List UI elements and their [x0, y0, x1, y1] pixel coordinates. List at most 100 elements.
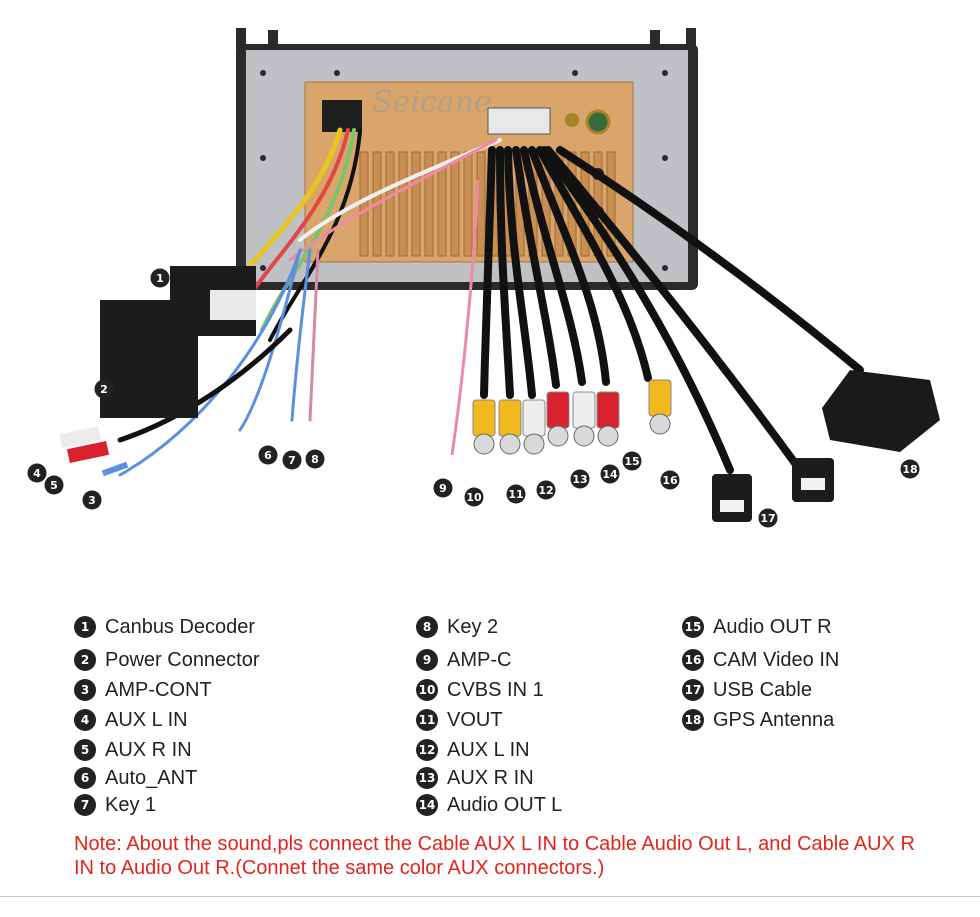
rca-plug [596, 391, 620, 429]
gps-antenna [822, 370, 940, 452]
rca-plugs [472, 379, 672, 455]
rca-plug [546, 391, 570, 429]
watermark: Seicane [372, 85, 492, 120]
callout-marker [900, 459, 920, 479]
legend-item: 2 Power Connector [74, 647, 260, 673]
legend-label: Canbus Decoder [105, 615, 256, 638]
note-text: Note: About the sound,pls connect the Ca… [74, 833, 915, 879]
callout-number: 2 [100, 383, 108, 396]
callout-marker [600, 464, 620, 484]
fin [450, 151, 460, 257]
fin [437, 151, 447, 257]
legend-label: Power Connector [105, 648, 260, 671]
legend-number: 10 [416, 679, 438, 701]
callout-number: 5 [50, 479, 58, 492]
callout-marker [150, 268, 170, 288]
callout-marker [305, 449, 325, 469]
legend-number: 18 [682, 709, 704, 731]
legend-number: 3 [74, 679, 96, 701]
callout-number: 17 [760, 512, 775, 525]
legend-label: Key 2 [447, 615, 499, 638]
callout-marker [258, 445, 278, 465]
legend-number: 12 [416, 739, 438, 761]
usb-connectors [712, 458, 834, 522]
legend-label: Key 1 [105, 793, 157, 816]
legend-label: Audio OUT L [447, 793, 563, 816]
rca-plug [572, 391, 596, 429]
divider [0, 896, 980, 897]
legend-item: 5 AUX R IN [74, 737, 192, 763]
callout-number: 8 [311, 453, 319, 466]
rca-plug [472, 399, 496, 437]
callout-number: 3 [88, 494, 96, 507]
rca-plug [498, 399, 522, 437]
legend-item: 12 AUX L IN [416, 737, 530, 763]
legend-label: USB Cable [713, 678, 812, 701]
legend-number: 9 [416, 649, 438, 671]
rca-cables [480, 146, 864, 474]
legend-number: 2 [74, 649, 96, 671]
callout-number: 9 [439, 482, 447, 495]
legend-number: 5 [74, 739, 96, 761]
amp-c-wire [450, 179, 480, 456]
rca-tip [649, 413, 671, 435]
rca-tip [547, 425, 569, 447]
fin [359, 151, 369, 257]
callout-marker [282, 450, 302, 470]
callout-number: 7 [288, 454, 296, 467]
legend-label: CVBS IN 1 [447, 678, 544, 701]
legend-number: 13 [416, 767, 438, 789]
rca-tip [573, 425, 595, 447]
rca-tip [523, 433, 545, 455]
rca-tip [597, 425, 619, 447]
callout-marker [94, 379, 114, 399]
legend-label: Audio OUT R [713, 615, 832, 638]
wiring-illustration: Seicane [27, 28, 940, 528]
callout-number: 13 [572, 473, 587, 486]
legend-label: Auto_ANT [105, 766, 198, 789]
callout-number: 15 [624, 455, 639, 468]
rca-tip [499, 433, 521, 455]
fin [385, 151, 395, 257]
legend-item: 1 Canbus Decoder [74, 614, 255, 640]
callout-number: 10 [466, 491, 482, 504]
legend-number: 1 [74, 616, 96, 638]
callout-number: 14 [602, 468, 618, 481]
rca-tip [473, 433, 495, 455]
legend-item: 8 Key 2 [416, 614, 498, 640]
legend-item: 7 Key 1 [74, 792, 156, 818]
legend-item: 6 Auto_ANT [74, 765, 197, 791]
callout-number: 12 [538, 484, 553, 497]
legend-number: 7 [74, 794, 96, 816]
legend-label: AUX R IN [105, 738, 192, 761]
legend-label: AUX L IN [447, 738, 530, 761]
legend-item: 4 AUX L IN [74, 707, 188, 733]
callout-marker [506, 484, 526, 504]
legend-number: 6 [74, 767, 96, 789]
legend-label: AUX L IN [105, 708, 188, 731]
legend-label: AMP-C [447, 648, 512, 671]
legend-number: 8 [416, 616, 438, 638]
callout-number: 11 [508, 488, 523, 501]
chassis-screws [260, 70, 668, 271]
callout-number: 4 [33, 467, 41, 480]
callout-number: 18 [902, 463, 917, 476]
fin [398, 151, 408, 257]
callout-marker [27, 463, 47, 483]
callout-marker [622, 451, 642, 471]
legend-label: GPS Antenna [713, 708, 835, 731]
callout-marker [536, 480, 556, 500]
callout-marker [82, 490, 102, 510]
legend-number: 11 [416, 709, 438, 731]
fin [411, 151, 421, 257]
legend-item: 10 CVBS IN 1 [416, 677, 544, 703]
legend-item: 9 AMP-C [416, 647, 511, 673]
callout-marker [44, 475, 64, 495]
legend-number: 4 [74, 709, 96, 731]
